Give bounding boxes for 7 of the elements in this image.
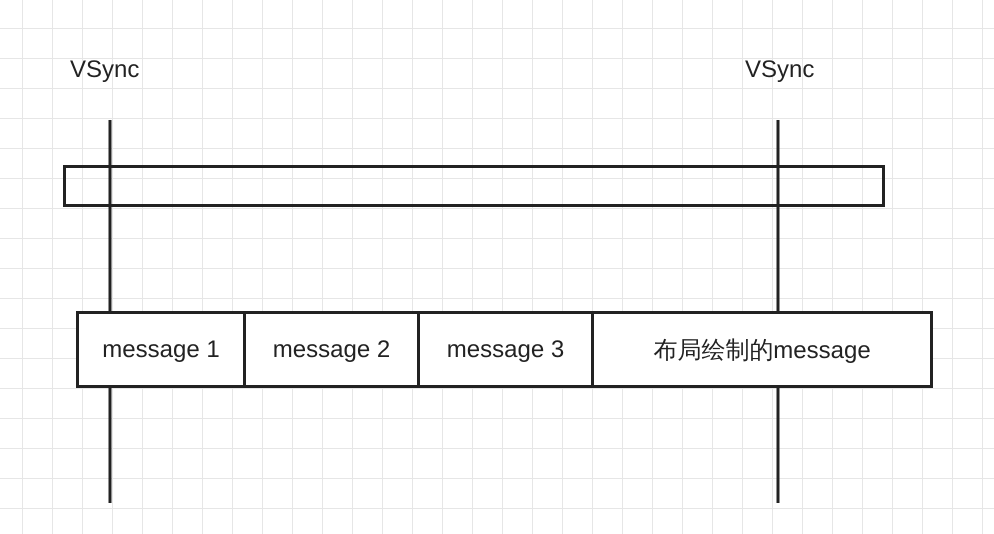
message-box: message 1	[76, 311, 246, 388]
message-box: 布局绘制的message	[591, 311, 933, 388]
timeline-bar	[63, 165, 885, 207]
vsync-label: VSync	[745, 56, 814, 84]
vsync-label: VSync	[70, 56, 140, 84]
message-box: message 3	[417, 311, 594, 388]
message-box: message 2	[243, 311, 420, 388]
